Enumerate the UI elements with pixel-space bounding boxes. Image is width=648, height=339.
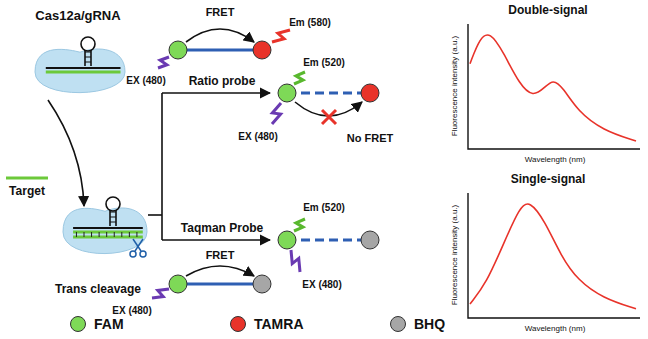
label: No FRET (347, 132, 393, 144)
label: EX (480) (126, 75, 165, 86)
light-bolt (272, 103, 281, 124)
label: EX (480) (112, 305, 151, 316)
light-bolt (152, 289, 169, 298)
branch-arrows (148, 93, 270, 240)
legend-text: BHQ (414, 316, 445, 332)
label: Em (520) (303, 57, 345, 68)
label: Em (520) (303, 202, 345, 213)
label: Cas12a/gRNA (35, 9, 120, 23)
probe (278, 231, 379, 249)
legend-text: TAMRA (254, 316, 304, 332)
label: Em (580) (289, 17, 331, 28)
legend-entry: FAM (70, 316, 124, 332)
probe (169, 41, 271, 59)
axis-label: Fluorescence intensity (a.u.) (451, 36, 460, 137)
target-strand (6, 177, 48, 180)
fret-arrow (186, 266, 254, 276)
probe (169, 275, 271, 293)
legend-entry: BHQ (390, 316, 445, 332)
light-bolt (294, 72, 305, 84)
label: Ratio probe (189, 75, 256, 88)
cas12a-complex (63, 197, 147, 254)
no-fret-arrow (295, 102, 362, 116)
label: EX (480) (302, 279, 341, 290)
label: Wavelength (nm) (525, 325, 586, 334)
legend-entry: TAMRA (230, 316, 304, 332)
axis-label: Fluorescence intensity (a.u.) (451, 205, 460, 306)
label: FRET (206, 6, 235, 18)
label: Taqman Probe (181, 222, 263, 235)
fret-arrow (186, 29, 254, 42)
legend-swatch (70, 316, 86, 332)
light-bolt (294, 219, 305, 231)
label: Wavelength (nm) (525, 156, 586, 165)
legend-swatch (390, 316, 406, 332)
cas12a-complex (35, 37, 125, 93)
legend-text: FAM (94, 316, 124, 332)
label: FRET (206, 249, 235, 261)
label: Target (9, 185, 45, 198)
label: Double-signal (508, 4, 587, 17)
light-bolt (272, 30, 290, 42)
legend-swatch (230, 316, 246, 332)
binding-arrow (48, 100, 84, 206)
light-bolt (291, 250, 300, 272)
probe (278, 84, 379, 102)
label: Single-signal (511, 173, 586, 186)
light-bolt (158, 57, 169, 68)
spectrum-chart (468, 24, 640, 149)
cross-mark (322, 110, 336, 124)
label: Trans cleavage (55, 283, 141, 296)
label: EX (480) (238, 131, 277, 142)
spectrum-chart (468, 193, 640, 318)
scissors-icon (130, 239, 146, 257)
